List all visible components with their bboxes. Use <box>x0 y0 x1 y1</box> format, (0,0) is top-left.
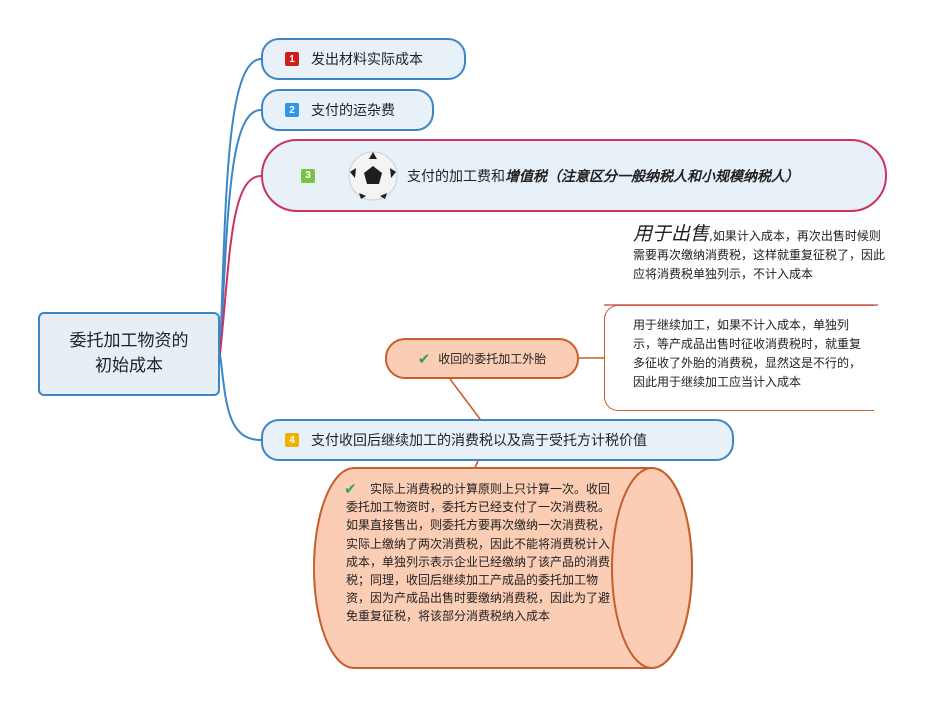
explanation-cylinder <box>313 467 693 669</box>
topic-4[interactable]: 4 支付收回后继续加工的消费税以及高于受托方计税价值 <box>261 419 734 461</box>
priority-4-icon: 4 <box>285 433 299 447</box>
topic-1-label: 发出材料实际成本 <box>311 52 423 68</box>
check-icon: ✔ <box>344 480 357 498</box>
continue-note[interactable]: 用于继续加工，如果不计入成本，单独列示，等产成品出售时征收消费税时，就重复多征收… <box>604 305 874 411</box>
sale-note-text: ,如果计入成本，再次出售时候则需要再次缴纳消费税，这样就重复征税了，因此应将消费… <box>633 229 886 281</box>
root-title-line-2: 初始成本 <box>95 356 163 376</box>
root-title-line-1: 委托加工物资的 <box>69 331 189 351</box>
topic-1[interactable]: 1 发出材料实际成本 <box>261 38 466 80</box>
connector-topic-3 <box>219 175 262 355</box>
connector-topic-4 <box>219 353 262 441</box>
check-icon: ✔ <box>417 349 431 368</box>
soccer-ball-icon <box>348 151 398 200</box>
topic-3[interactable]: 3 支付的加工费和增值税（注意区分一般纳税人和小规模纳税人） <box>261 139 887 212</box>
topic-3-label: 支付的加工费和增值税（注意区分一般纳税人和小规模纳税人） <box>407 166 799 186</box>
topic-3-label-emphasis: 增值税（注意区分一般纳税人和小规模纳税人） <box>505 168 799 185</box>
root-node[interactable]: 委托加工物资的 初始成本 <box>38 312 220 396</box>
sale-note-title: 用于出售 <box>633 223 710 245</box>
topic-4-label: 支付收回后继续加工的消费税以及高于受托方计税价值 <box>311 433 647 449</box>
priority-3-icon: 3 <box>301 168 315 183</box>
priority-2-icon: 2 <box>285 103 299 117</box>
sale-note[interactable]: 用于出售,如果计入成本，再次出售时候则需要再次缴纳消费税，这样就重复征税了，因此… <box>633 225 885 284</box>
explanation-note[interactable]: ✔ 实际上消费税的计算原则上只计算一次。收回委托加工物资时，委托方已经支付了一次… <box>344 480 616 626</box>
priority-1-icon: 1 <box>285 52 299 66</box>
explanation-text: 实际上消费税的计算原则上只计算一次。收回委托加工物资时，委托方已经支付了一次消费… <box>346 482 611 624</box>
connector-subtopic <box>449 378 481 420</box>
continue-note-text: 用于继续加工，如果不计入成本，单独列示，等产成品出售时征收消费税时，就重复多征收… <box>633 318 862 389</box>
topic-3-label-prefix: 支付的加工费和 <box>407 168 505 185</box>
topic-2[interactable]: 2 支付的运杂费 <box>261 89 434 131</box>
connector-topic-2 <box>219 109 262 355</box>
topic-2-label: 支付的运杂费 <box>311 103 395 119</box>
subtopic-label: 收回的委托加工外胎 <box>438 352 547 366</box>
connector-topic-1 <box>219 58 262 355</box>
subtopic-node[interactable]: ✔ 收回的委托加工外胎 <box>385 338 579 379</box>
